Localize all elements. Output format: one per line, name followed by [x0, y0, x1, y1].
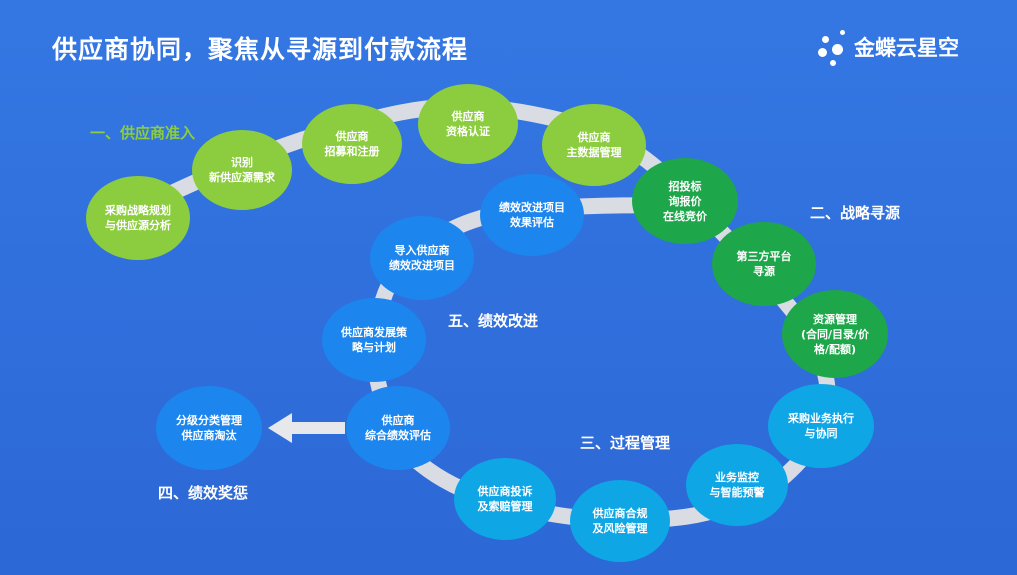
brand-logo: 金蝶云星空 [818, 26, 988, 76]
logo-dot-icon [830, 60, 836, 66]
node-supplier-qualification: 供应商 资格认证 [418, 84, 518, 164]
logo-dot-icon [840, 30, 845, 35]
stage-label-process-management: 三、过程管理 [580, 434, 671, 452]
node-supplier-master-data: 供应商 主数据管理 [542, 104, 646, 186]
logo-dot-icon [822, 36, 829, 43]
node-third-party-sourcing: 第三方平台 寻源 [712, 222, 816, 306]
node-resource-management: 资源管理 (合同/目录/价 格/配额) [782, 290, 888, 378]
stage-label-performance-reward: 四、绩效奖惩 [158, 484, 249, 502]
node-improvement-evaluation: 绩效改进项目 效果评估 [480, 174, 584, 256]
node-procurement-execution: 采购业务执行 与协同 [768, 384, 874, 468]
node-development-strategy: 供应商发展策 略与计划 [322, 298, 426, 382]
node-supplier-registration: 供应商 招募和注册 [302, 104, 402, 184]
slide-title: 供应商协同，聚焦从寻源到付款流程 [52, 35, 469, 64]
node-compliance-risk: 供应商合规 及风险管理 [570, 480, 670, 562]
node-tiered-elimination: 分级分类管理 供应商淘汰 [156, 386, 262, 470]
node-comprehensive-evaluation: 供应商 综合绩效评估 [346, 386, 450, 470]
logo-dot-icon [832, 44, 843, 55]
node-bidding: 招投标 询报价 在线竞价 [632, 158, 738, 244]
arrow-head-icon [268, 413, 292, 443]
logo-dot-icon [818, 48, 827, 57]
node-import-improvement: 导入供应商 绩效改进项目 [370, 216, 474, 300]
node-complaint-claims: 供应商投诉 及索赔管理 [454, 458, 556, 540]
node-procurement-strategy: 采购战略规划 与供应源分析 [86, 176, 190, 260]
node-identify-new-source: 识别 新供应源需求 [192, 130, 292, 210]
node-monitoring-alert: 业务监控 与智能预警 [686, 444, 788, 526]
stage-label-performance-improvement: 五、绩效改进 [448, 312, 539, 330]
stage-label-admission: 一、供应商准入 [90, 124, 196, 142]
logo-text: 金蝶云星空 [854, 36, 959, 60]
stage-label-strategic-sourcing: 二、战略寻源 [810, 204, 901, 222]
